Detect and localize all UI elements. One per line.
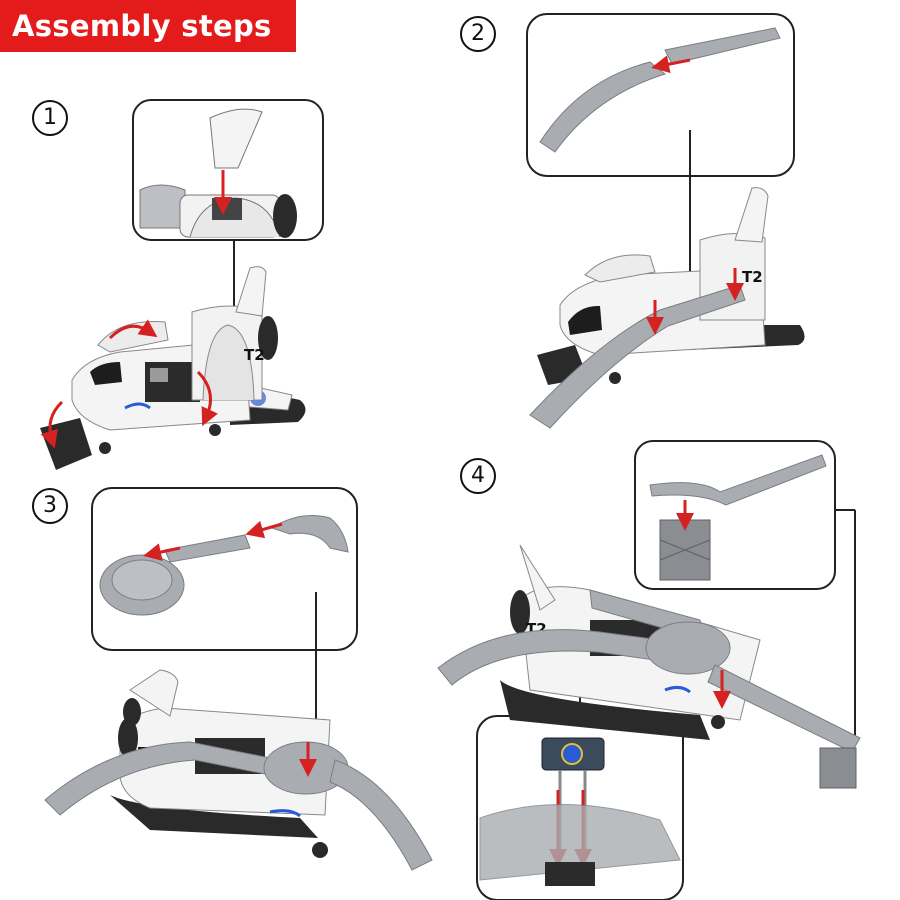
red-arrow-icon bbox=[651, 55, 691, 74]
step-1-ship-label: T2 bbox=[244, 346, 265, 364]
step-number-4: 4 bbox=[460, 458, 496, 494]
turntable-icon bbox=[645, 621, 731, 675]
red-arrow-icon bbox=[245, 520, 283, 539]
step-2-group: T2 bbox=[526, 13, 805, 429]
track-piece-icon bbox=[529, 284, 746, 429]
support-pillar-icon bbox=[819, 747, 857, 789]
step-1-shuttle: T2 bbox=[40, 266, 306, 470]
step-1-group: T2 bbox=[40, 99, 324, 470]
step-3-shuttle: T2 bbox=[44, 669, 433, 871]
step-4-callout-detail-top bbox=[649, 454, 827, 581]
track-piece-icon bbox=[649, 454, 827, 506]
step-2-callout-detail bbox=[539, 27, 781, 153]
step-2-callout-box bbox=[526, 13, 795, 177]
step-4-shuttle: T2 bbox=[437, 544, 861, 789]
step-4-callout-detail-bottom bbox=[479, 737, 681, 886]
red-arrow-icon bbox=[143, 543, 181, 561]
step-number-3: 3 bbox=[32, 488, 68, 524]
step-3-callout-detail bbox=[99, 515, 349, 616]
assembly-steps-banner: Assembly steps bbox=[0, 0, 296, 52]
step-number-2: 2 bbox=[460, 16, 496, 52]
step-3-group: T2 bbox=[44, 487, 433, 871]
step-1-callout-detail bbox=[139, 108, 297, 238]
track-piece-icon bbox=[539, 61, 667, 153]
step-2-shuttle: T2 bbox=[529, 187, 805, 429]
step-2-ship-label: T2 bbox=[742, 268, 763, 286]
step-number-1: 1 bbox=[32, 100, 68, 136]
step-4-group: T2 bbox=[437, 440, 861, 900]
